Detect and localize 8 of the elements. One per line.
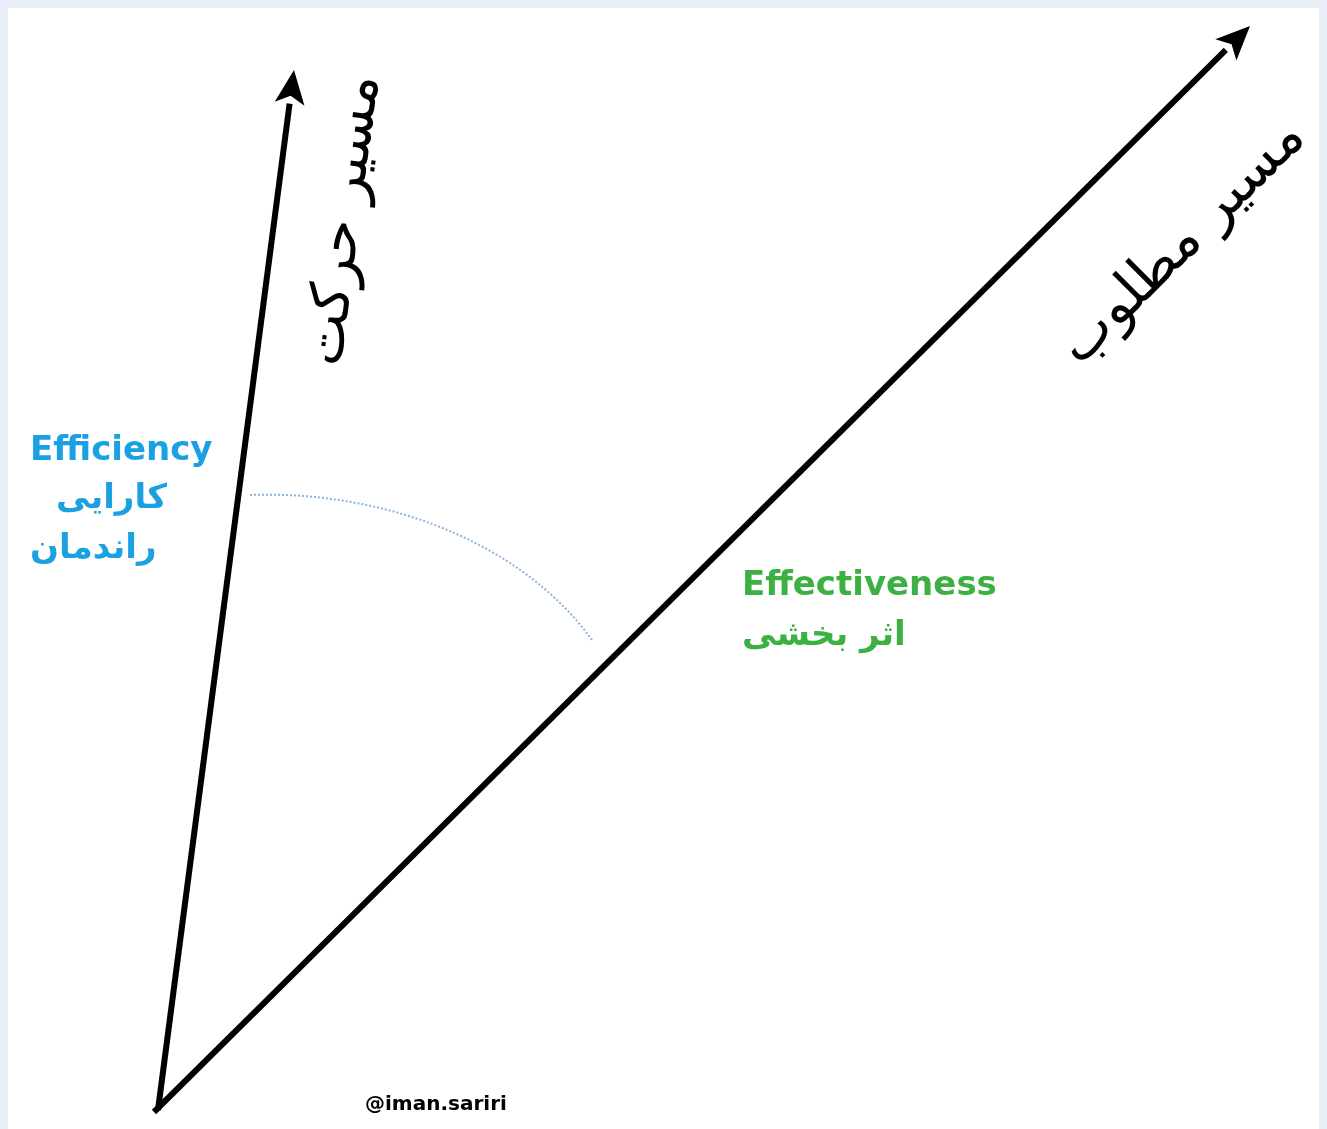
concept-label: Effectiveness <box>742 565 997 603</box>
concept-label: اثر بخشی <box>742 615 906 653</box>
concept-label: کارایی <box>56 478 167 516</box>
author-handle: @iman.sariri <box>365 1092 507 1114</box>
concept-label: Efficiency <box>30 430 213 468</box>
axis-label: مسیر حرکت <box>290 70 390 369</box>
concept-label: راندمان <box>30 528 157 566</box>
axis-label: مسیر مطلوب <box>1044 104 1316 376</box>
